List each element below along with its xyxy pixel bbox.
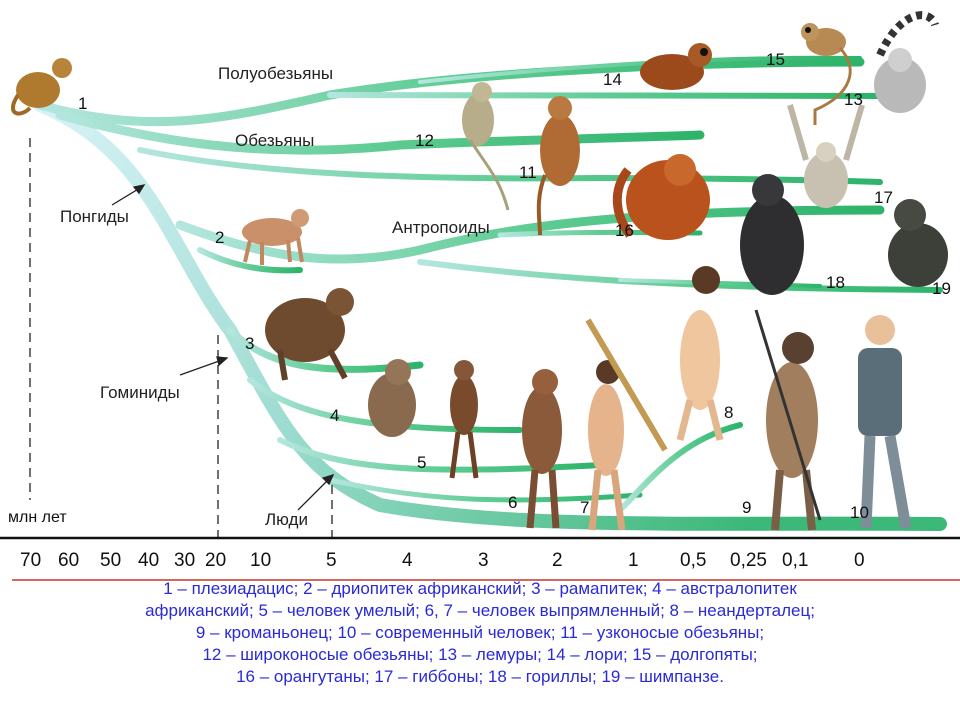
branch-gorilla-chimp <box>417 259 943 293</box>
axis-tick: 0,1 <box>782 550 808 571</box>
axis-tick: 70 <box>20 550 41 571</box>
human-figure-habilis <box>449 360 479 479</box>
axis-tick: 2 <box>552 550 563 571</box>
arrow-pongids <box>111 187 141 206</box>
arrowhead-pongids <box>132 184 146 195</box>
number-4: 4 <box>330 406 339 425</box>
arrowhead-humans <box>321 473 335 486</box>
label-humans: Люди <box>265 510 308 529</box>
number-19: 19 <box>932 279 951 298</box>
primate-figure-orangutan <box>612 154 710 240</box>
human-figure-modern <box>858 315 912 529</box>
legend-line: африканский; 5 – человек умелый; 6, 7 – … <box>145 601 815 620</box>
trunk-main <box>33 98 947 531</box>
label-monkeys: Обезьяны <box>235 131 314 150</box>
axis-tick: 60 <box>58 550 79 571</box>
primate-figure-tarsier <box>801 23 852 125</box>
axis-tick: 30 <box>174 550 195 571</box>
number-12: 12 <box>415 131 434 150</box>
primate-figure-new-world-monkey <box>462 82 510 211</box>
number-13: 13 <box>844 90 863 109</box>
number-16: 16 <box>615 221 634 240</box>
arrow-humans <box>297 477 331 511</box>
number-1: 1 <box>78 94 87 113</box>
human-figure-erectus-6 <box>522 369 562 529</box>
axis-tick: 1 <box>628 550 639 571</box>
axis-tick: 10 <box>250 550 271 571</box>
primate-figure-plesiadapis <box>11 58 72 116</box>
branch-erectus <box>327 477 643 503</box>
human-figure-neanderthal <box>676 266 724 441</box>
primate-figure-old-world-monkey <box>536 96 580 236</box>
species-numbers: 1 2 3 4 5 6 7 8 9 10 11 12 13 14 15 16 1… <box>78 50 951 522</box>
primate-figure-lemur <box>874 11 939 113</box>
axis-tick: 3 <box>478 550 489 571</box>
branch-tarsiers <box>418 55 862 84</box>
primate-figure-loris <box>640 43 712 90</box>
branch-prosimians <box>35 57 865 127</box>
arrowhead-hominids <box>216 356 229 367</box>
primate-figure-gibbon <box>787 104 865 208</box>
branch-dryopithecus <box>197 247 303 274</box>
axis-tick: 0,25 <box>730 550 767 571</box>
axis-tick: 4 <box>402 550 413 571</box>
label-anthropoids: Антропоиды <box>392 218 490 237</box>
number-9: 9 <box>742 498 751 517</box>
legend-line: 9 – кроманьонец; 10 – современный челове… <box>195 623 765 642</box>
axis-tick: 40 <box>138 550 159 571</box>
number-7: 7 <box>580 498 589 517</box>
axis-tick: 0,5 <box>680 550 706 571</box>
axis-unit: млн лет <box>8 509 67 526</box>
number-8: 8 <box>724 403 733 422</box>
number-10: 10 <box>850 503 869 522</box>
number-6: 6 <box>508 493 517 512</box>
legend-line: 16 – орангутаны; 17 – гиббоны; 18 – гори… <box>236 667 724 686</box>
axis-tick: 0 <box>854 550 865 571</box>
primate-figure-gorilla <box>740 174 804 295</box>
figures <box>11 11 948 531</box>
primate-figure-ramapithecus <box>265 288 354 381</box>
number-5: 5 <box>417 453 426 472</box>
branch-lemurs <box>327 92 883 99</box>
primate-figure-dryopithecus <box>242 209 309 265</box>
group-labels: Полуобезьяны Обезьяны Понгиды Антропоиды… <box>60 64 490 529</box>
branch-gorilla <box>618 278 822 288</box>
pointer-arrows <box>111 184 335 511</box>
species-legend: 1 – плезиадацис; 2 – дриопитек африканск… <box>0 578 960 688</box>
time-axis: млн лет 70 60 50 40 30 20 10 5 4 3 2 1 0… <box>0 509 960 571</box>
primate-figure-australopithecus <box>368 359 416 437</box>
number-17: 17 <box>874 188 893 207</box>
axis-tick: 50 <box>100 550 121 571</box>
number-3: 3 <box>245 334 254 353</box>
primate-figure-chimpanzee <box>888 199 948 287</box>
axis-tick: 5 <box>326 550 337 571</box>
arrow-hominids <box>179 359 223 376</box>
number-2: 2 <box>215 228 224 247</box>
label-hominids: Гоминиды <box>100 383 180 402</box>
label-pongids: Понгиды <box>60 207 129 226</box>
legend-line: 1 – плезиадацис; 2 – дриопитек африканск… <box>163 579 797 598</box>
axis-tick: 20 <box>205 550 226 571</box>
number-14: 14 <box>603 70 622 89</box>
number-18: 18 <box>826 273 845 292</box>
label-prosimians: Полуобезьяны <box>218 64 333 83</box>
reference-lines <box>29 138 333 540</box>
branch-monkeys <box>55 110 705 155</box>
number-15: 15 <box>766 50 785 69</box>
legend-line: 12 – широконосые обезьяны; 13 – лемуры; … <box>202 645 758 664</box>
human-figure-cro-magnon <box>754 309 822 531</box>
number-11: 11 <box>519 163 537 182</box>
human-figure-erectus-7 <box>585 318 668 531</box>
